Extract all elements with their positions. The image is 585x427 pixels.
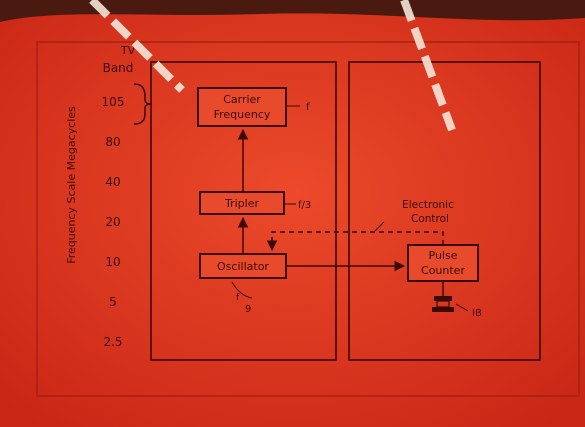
scale-tick-label: 5 bbox=[109, 295, 117, 309]
scale-tick-label: 40 bbox=[105, 175, 120, 189]
electronic-control-1: Electronic bbox=[402, 199, 454, 211]
oscillator-tag-bottom: 9 bbox=[245, 304, 251, 315]
scale-tick-label: 80 bbox=[105, 135, 120, 149]
scale-tick-label: 20 bbox=[105, 215, 120, 229]
counter-register-icon bbox=[434, 296, 452, 301]
scale-title: Frequency Scale Megacycles bbox=[65, 106, 78, 264]
oscillator-label: Oscillator bbox=[217, 260, 269, 273]
carrier-label-2: Frequency bbox=[214, 108, 271, 121]
scale-tick-label: 2.5 bbox=[103, 335, 122, 349]
pulse-counter-label-1: Pulse bbox=[429, 249, 458, 262]
carrier-label-1: Carrier bbox=[223, 93, 261, 106]
scale-tick-label: 10 bbox=[105, 255, 120, 269]
pulse-counter-tag: IB bbox=[472, 308, 482, 319]
band-label: Band bbox=[103, 61, 134, 75]
electronic-control-2: Control bbox=[411, 213, 449, 225]
pulse-counter-label-2: Counter bbox=[421, 264, 465, 277]
carrier-tag: f bbox=[306, 102, 310, 113]
tripler-tag: f/3 bbox=[298, 200, 311, 211]
scale-tick-label: 105 bbox=[102, 95, 125, 109]
tripler-label: Tripler bbox=[224, 197, 259, 210]
